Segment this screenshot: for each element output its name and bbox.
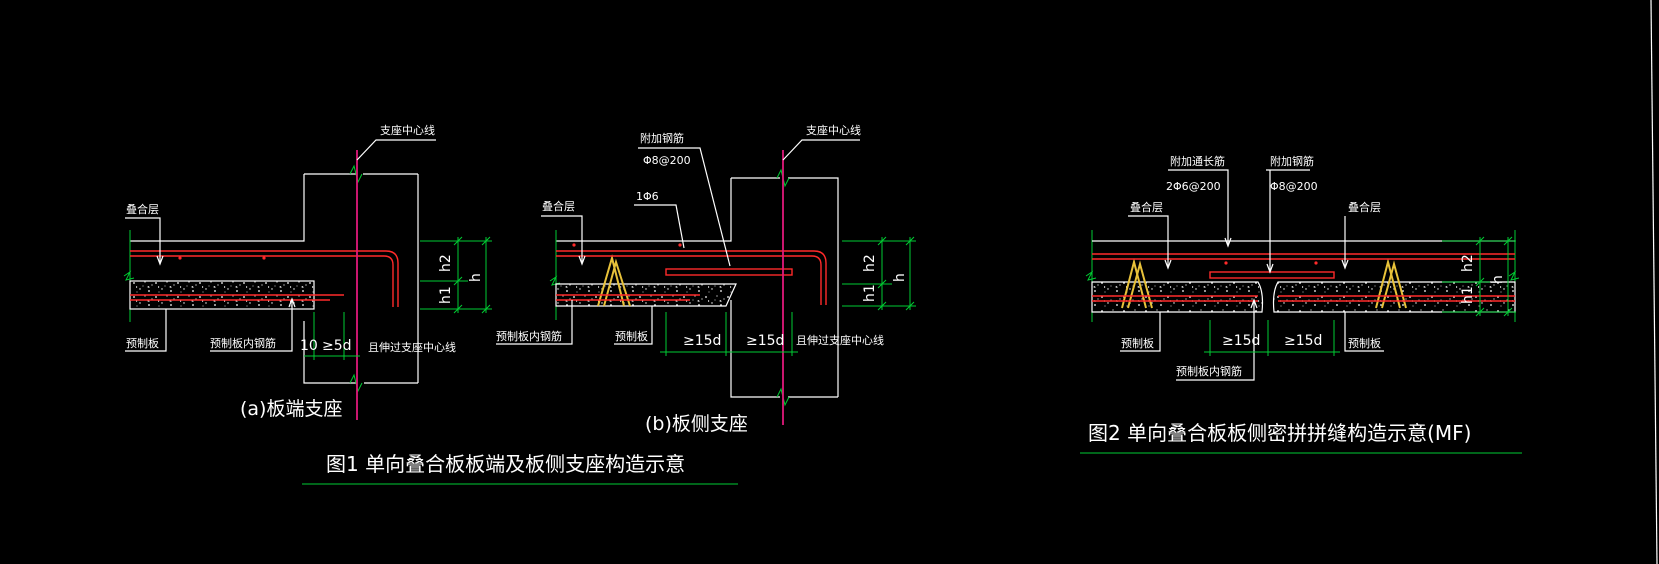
label-precast-right: 预制板 (1348, 336, 1381, 350)
label-precast-b: 预制板 (615, 329, 648, 343)
label-support-centerline-a: 支座中心线 (380, 123, 435, 137)
label-extend-b: 且伸过支座中心线 (796, 333, 884, 347)
right-edge-line (1650, 0, 1658, 564)
dim-h1-a: h1 (438, 286, 454, 304)
label-topping-b: 叠合层 (542, 199, 575, 213)
precast-slab-left (1091, 281, 1264, 313)
dim-5d-a: ≥5d (322, 338, 352, 354)
dim-h-a: h (468, 273, 484, 282)
label-topping-right: 叠合层 (1348, 200, 1381, 214)
figure-1b-side-support: 支座中心线 附加钢筋 Φ8@200 1Φ6 叠合层 预制板内钢筋 预制板 ≥15… (496, 123, 916, 435)
label-additional-spec-2: Φ8@200 (1270, 180, 1318, 193)
dim-15d-b2: ≥15d (746, 333, 784, 349)
dim-h-2: h (1490, 275, 1506, 284)
dim-h1-b: h1 (862, 284, 878, 302)
dim-10-a: 10 (300, 338, 318, 354)
dim-15d-b1: ≥15d (683, 333, 721, 349)
dim-h1-2: h1 (1460, 286, 1476, 304)
label-precast-left: 预制板 (1121, 336, 1154, 350)
label-extend-a: 且伸过支座中心线 (368, 340, 456, 354)
label-inner-bar-a: 预制板内钢筋 (210, 336, 276, 350)
label-topping-left: 叠合层 (1130, 200, 1163, 214)
label-additional-long-bar: 附加通长筋 (1170, 154, 1225, 168)
dim-15d-2b: ≥15d (1284, 333, 1322, 349)
fig2-title: 图2 单向叠合板板侧密拼拼缝构造示意(MF) (1088, 421, 1471, 445)
figure-1a-end-support: 支座中心线 叠合层 预制板 预制板内钢筋 10 ≥5d 且伸过支座中心线 h2 … (123, 123, 492, 420)
dim-15d-2a: ≥15d (1222, 333, 1260, 349)
label-support-centerline-b: 支座中心线 (806, 123, 861, 137)
label-additional-spec-b: Φ8@200 (643, 154, 691, 167)
label-precast-a: 预制板 (126, 336, 159, 350)
figure-2-joint: 附加通长筋 2Φ6@200 附加钢筋 Φ8@200 叠合层 叠合层 预制板 预制… (1085, 154, 1520, 381)
dim-h-b: h (892, 273, 908, 282)
label-additional-bar-2: 附加钢筋 (1270, 154, 1314, 168)
caption-a: (a)板端支座 (240, 398, 342, 420)
dim-h2-b: h2 (862, 254, 878, 272)
label-additional-bar-b: 附加钢筋 (640, 131, 684, 145)
label-additional-long-spec: 2Φ6@200 (1166, 180, 1221, 193)
dim-h2-2: h2 (1460, 254, 1476, 272)
label-topping-a: 叠合层 (126, 202, 159, 216)
label-1phi6-b: 1Φ6 (636, 190, 659, 203)
fig1-title: 图1 单向叠合板板端及板侧支座构造示意 (326, 452, 685, 476)
dim-h2-a: h2 (438, 254, 454, 272)
label-inner-bar-2: 预制板内钢筋 (1176, 364, 1242, 378)
caption-b: (b)板侧支座 (645, 413, 748, 435)
label-inner-bar-b: 预制板内钢筋 (496, 329, 562, 343)
